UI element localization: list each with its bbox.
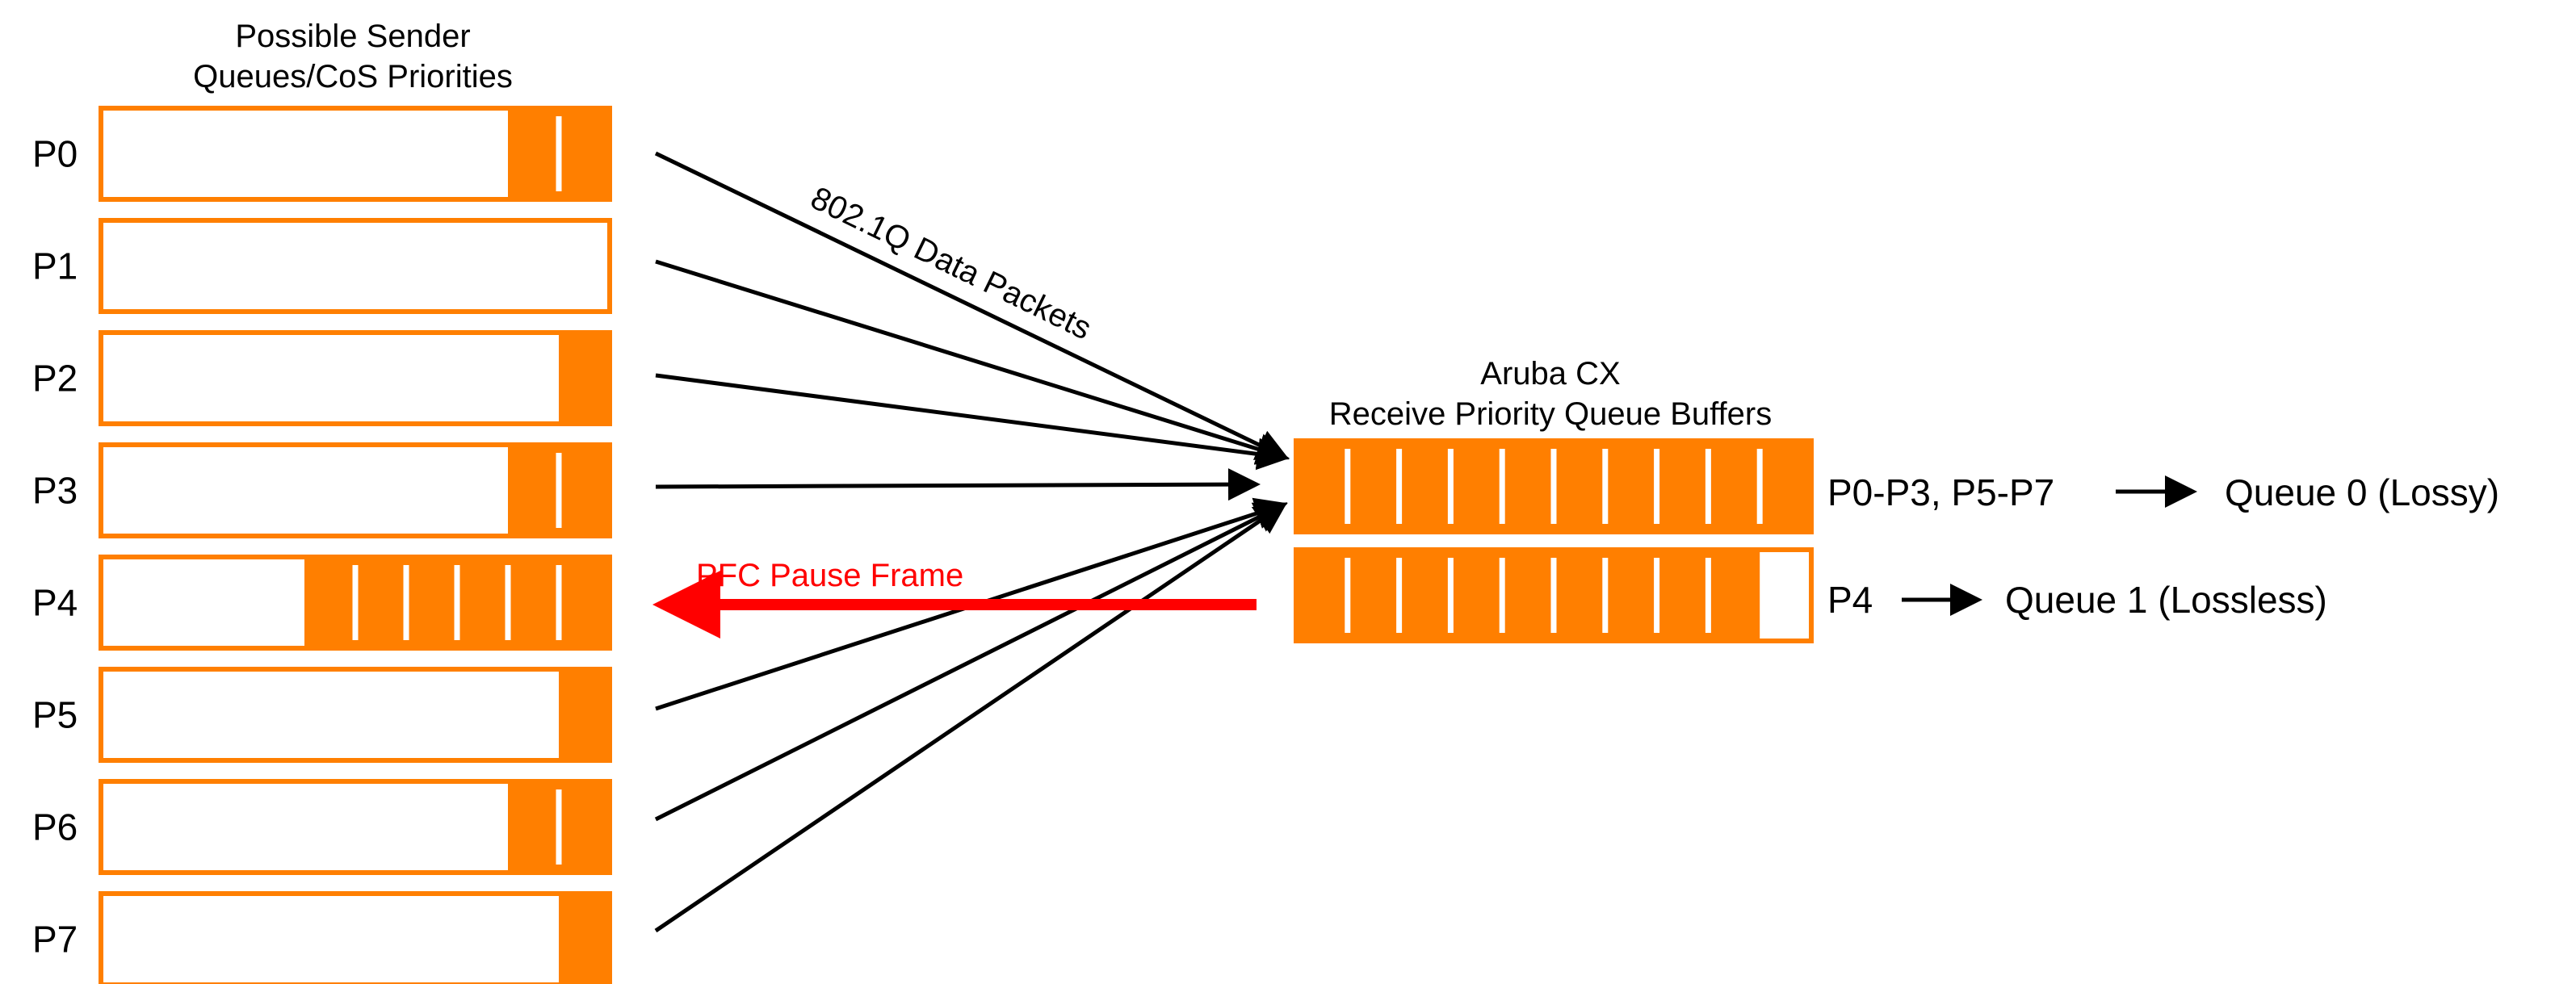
sender-queue-box: [99, 891, 612, 984]
slot-divider: [1345, 558, 1351, 633]
slot-divider: [556, 565, 562, 640]
slot-divider: [505, 565, 511, 640]
slot-divider: [1396, 449, 1403, 524]
slot-divider: [1602, 449, 1609, 524]
data-arrow: [655, 373, 1290, 471]
sender-queue-label: P7: [32, 919, 78, 961]
receiver-buffer-1: [1294, 547, 1814, 643]
slot-divider: [556, 453, 562, 528]
sender-queue-p3: P3: [32, 442, 612, 538]
receiver-buffer-fill: [1296, 550, 1760, 641]
slot-divider: [556, 789, 562, 865]
data-packet-arrows: [654, 151, 1290, 933]
slot-divider: [1396, 558, 1403, 633]
slot-divider: [556, 116, 562, 191]
receiver-title-line2: Receive Priority Queue Buffers: [1329, 396, 1772, 432]
sender-queue-p7: P7: [32, 891, 612, 984]
sender-queue-fill: [559, 333, 610, 424]
sender-queue-label: P2: [32, 358, 78, 400]
slot-divider: [454, 565, 460, 640]
sender-queue-label: P4: [32, 582, 78, 624]
slot-divider: [1654, 449, 1660, 524]
sender-queue-label: P5: [32, 694, 78, 736]
sender-queue-label: P3: [32, 470, 78, 512]
data-arrow: [654, 151, 1290, 460]
slot-divider: [1499, 449, 1505, 524]
sender-queue-p1: P1: [32, 218, 612, 314]
receiver-title-line1: Aruba CX: [1480, 356, 1620, 392]
sender-queue-box: [99, 218, 612, 314]
slot-divider: [1447, 558, 1454, 633]
slot-divider: [1447, 449, 1454, 524]
sender-queue-label: P6: [32, 806, 78, 848]
slot-divider: [1654, 558, 1660, 633]
sender-queue-p2: P2: [32, 330, 612, 426]
sender-queue-fill: [559, 894, 610, 984]
lossy-priorities-label: P0-P3, P5-P7: [1827, 471, 2054, 513]
slot-divider: [352, 565, 359, 640]
sender-queue-p6: P6: [32, 779, 612, 875]
receiver-buffer-list: [1294, 438, 1814, 643]
data-arrow: [654, 502, 1288, 933]
slot-divider: [403, 565, 409, 640]
sender-queue-fill: [559, 669, 610, 760]
sender-queue-p0: P0: [32, 106, 612, 202]
slot-divider: [1602, 558, 1609, 633]
pause-frame-label: PFC Pause Frame: [696, 558, 963, 593]
lossy-queue-label: Queue 0 (Lossy): [2225, 471, 2499, 513]
sender-title-line1: Possible Sender: [235, 19, 470, 54]
slot-divider: [1705, 558, 1711, 633]
data-arrow: [655, 259, 1290, 465]
sender-queue-box: [99, 667, 612, 763]
slot-divider: [1550, 449, 1557, 524]
data-arrow: [655, 468, 1261, 501]
receiver-buffer-0: [1294, 438, 1814, 534]
lossless-priorities-label: P4: [1827, 579, 1873, 621]
sender-queue-label: P0: [32, 133, 78, 175]
slot-divider: [1345, 449, 1351, 524]
lossless-queue-label: Queue 1 (Lossless): [2005, 579, 2327, 621]
sender-queue-p5: P5: [32, 667, 612, 763]
slot-divider: [1499, 558, 1505, 633]
data-arrow: [654, 502, 1288, 822]
sender-title-line2: Queues/CoS Priorities: [193, 59, 513, 94]
sender-queue-label: P1: [32, 245, 78, 287]
sender-queue-box: [99, 330, 612, 426]
slot-divider: [1756, 449, 1763, 524]
sender-queue-p4: P4: [32, 555, 612, 651]
slot-divider: [1705, 449, 1711, 524]
slot-divider: [1550, 558, 1557, 633]
